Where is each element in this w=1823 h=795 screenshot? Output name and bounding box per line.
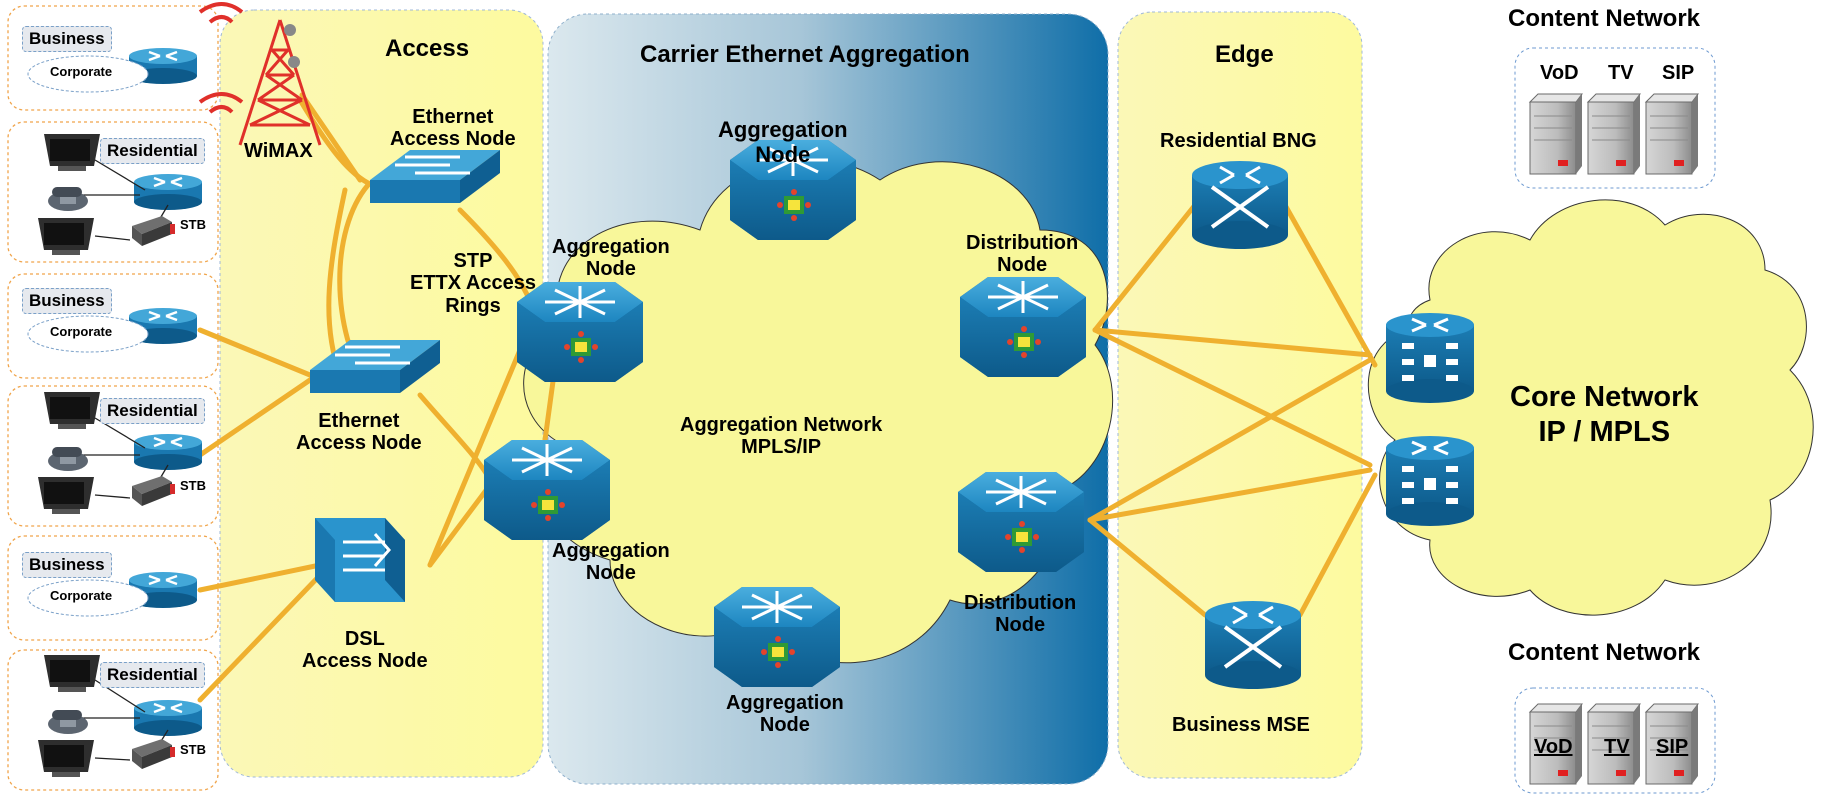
stb-label: STB — [180, 742, 206, 757]
business-mse-icon — [1203, 599, 1303, 691]
stb-icon — [132, 216, 175, 246]
tv-icon — [44, 655, 100, 692]
server-label-vod: VoD — [1540, 62, 1579, 84]
tv-icon — [44, 392, 100, 429]
server-icon — [1529, 93, 1583, 175]
customer-corporate-label: Corporate — [50, 588, 113, 603]
cpe-router-icon — [132, 172, 204, 212]
dsl-access-node-icon — [315, 518, 405, 602]
core-router-upper-icon — [1384, 311, 1476, 405]
customer-business-label: Business — [22, 288, 112, 314]
wimax-tower-icon — [198, 2, 322, 146]
stb-label: STB — [180, 478, 206, 493]
aggregation-node-left-lower-icon — [482, 438, 612, 542]
phone-icon — [48, 447, 88, 471]
residential-bng-icon — [1190, 159, 1290, 251]
customer-business-label: Business — [22, 26, 112, 52]
customer-residential-label: Residential — [100, 398, 205, 424]
section-content-top-title: Content Network — [1508, 5, 1700, 32]
phone-icon — [48, 187, 88, 211]
tv-icon — [38, 740, 94, 777]
business-mse-label: Business MSE — [1172, 714, 1310, 736]
stb-icon — [132, 476, 175, 506]
tv-icon — [44, 134, 100, 171]
stb-icon — [132, 739, 175, 769]
stb-label: STB — [180, 217, 206, 232]
server-label-tv: TV — [1604, 736, 1630, 758]
phone-icon — [48, 710, 88, 734]
tv-icon — [38, 477, 94, 514]
wimax-label: WiMAX — [244, 140, 313, 162]
cpe-router-icon — [132, 432, 204, 472]
server-label-tv: TV — [1608, 62, 1634, 84]
customer-business-label: Business — [22, 552, 112, 578]
customer-corporate-label: Corporate — [50, 64, 113, 79]
core-router-lower-icon — [1384, 434, 1476, 528]
edge-panel — [1117, 11, 1363, 779]
distribution-node-upper-icon — [958, 275, 1088, 379]
section-edge-title: Edge — [1215, 41, 1274, 68]
server-label-sip: SIP — [1656, 736, 1689, 758]
residential-bng-label: Residential BNG — [1160, 130, 1317, 152]
distribution-node-lower-icon — [956, 470, 1086, 574]
customer-residential-label: Residential — [100, 662, 205, 688]
tv-icon — [38, 218, 94, 255]
section-content-bottom-title: Content Network — [1508, 639, 1700, 666]
server-icon — [1587, 93, 1641, 175]
corporate-cloud-icons — [27, 55, 149, 617]
customer-corporate-label: Corporate — [50, 324, 113, 339]
section-carrier-title: Carrier Ethernet Aggregation — [640, 41, 970, 68]
aggregation-node-bottom-icon — [712, 585, 842, 689]
server-icon — [1645, 93, 1699, 175]
server-label-vod: VoD — [1534, 736, 1573, 758]
content-servers-top — [1529, 93, 1699, 175]
server-label-sip: SIP — [1662, 62, 1695, 84]
access-panel — [219, 9, 544, 778]
section-access-title: Access — [385, 35, 470, 62]
customer-residential-label: Residential — [100, 138, 205, 164]
